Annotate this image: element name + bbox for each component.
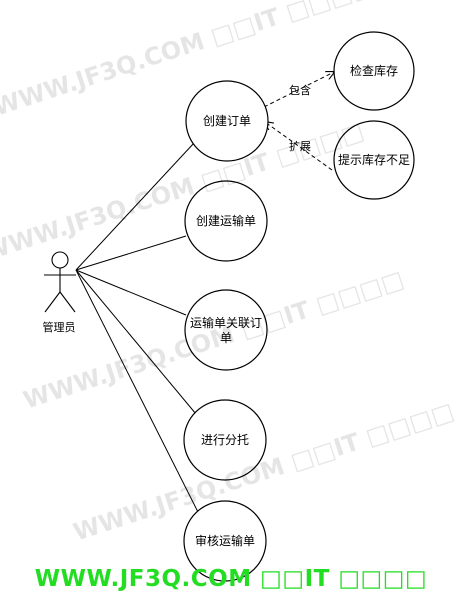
use-case-label: 提示库存不足 — [338, 152, 410, 167]
use-case-review-waybill: 审核运输单 — [183, 500, 267, 582]
actor-left-leg — [44, 291, 61, 313]
use-case-dispatch: 进行分托 — [183, 399, 267, 481]
actor-head — [51, 251, 69, 269]
use-case-label: 进行分托 — [201, 433, 249, 447]
use-case-label: 单 — [220, 331, 232, 345]
use-case-label: 创建订单 — [203, 114, 251, 128]
use-case-create-waybill: 创建运输单 — [184, 180, 268, 262]
use-case-label: 检查库存 — [350, 63, 398, 78]
use-case-check-stock: 检查库存 — [333, 31, 415, 111]
association-review-waybill — [75, 269, 203, 521]
dependency-lines — [263, 72, 334, 171]
include-arrow — [263, 72, 334, 108]
use-case-link-waybill: 运输单关联订 单 — [184, 289, 268, 371]
actor-figure — [44, 251, 76, 313]
extend-label: 扩展 — [289, 139, 311, 153]
association-lines — [75, 142, 203, 521]
use-case-label: 审核运输单 — [195, 533, 255, 548]
use-case-low-stock-alert: 提示库存不足 — [333, 120, 415, 200]
use-case-label: 创建运输单 — [196, 213, 256, 228]
actor-label: 管理员 — [43, 320, 76, 334]
use-case-create-order: 创建订单 — [185, 80, 269, 162]
use-case-label: 运输单关联订 — [190, 315, 262, 330]
actor-right-leg — [59, 291, 76, 313]
association-link-waybill — [75, 269, 187, 316]
association-dispatch — [75, 269, 197, 415]
include-label: 包含 — [289, 83, 311, 97]
association-create-order — [75, 142, 195, 271]
footer-watermark: WWW.JF3Q.COM □□IT □□□□ — [34, 566, 428, 592]
association-create-waybill — [75, 235, 187, 271]
